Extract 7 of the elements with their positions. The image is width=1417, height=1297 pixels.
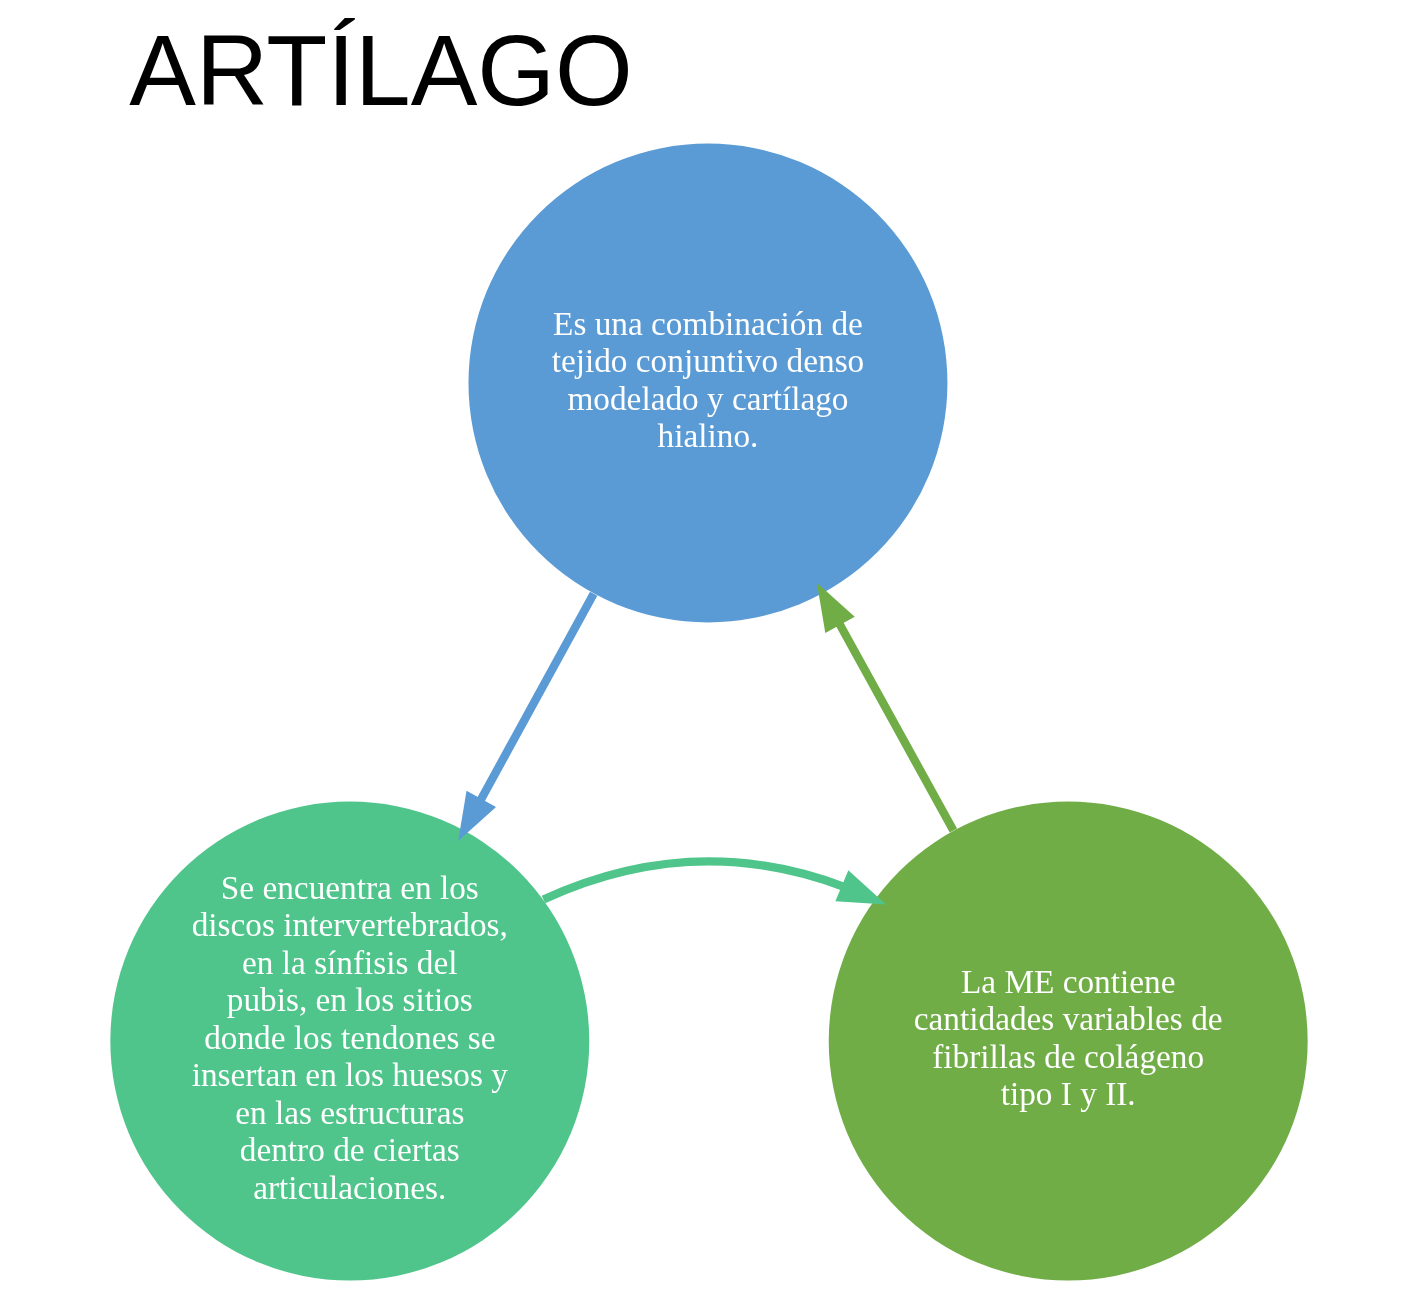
diagram-title: ARTÍLAGO: [128, 14, 633, 126]
node-circle: Se encuentra en los discos intervertebrados, en la sínfisis del pubis, en los sitios donde los tendones se insertan en los huesos y en las estructuras dentro de ciertas articulaciones.: [109, 801, 589, 1281]
arrow: [816, 582, 957, 833]
node-circle: Es una combinación de tejido conjuntivo denso modelado y cartílago hialino.: [468, 143, 947, 623]
arrow: [541, 857, 886, 905]
node-circle: La ME contiene cantidades variables de fibrillas de colágeno tipo I y II.: [828, 801, 1308, 1281]
arrow: [457, 591, 597, 842]
